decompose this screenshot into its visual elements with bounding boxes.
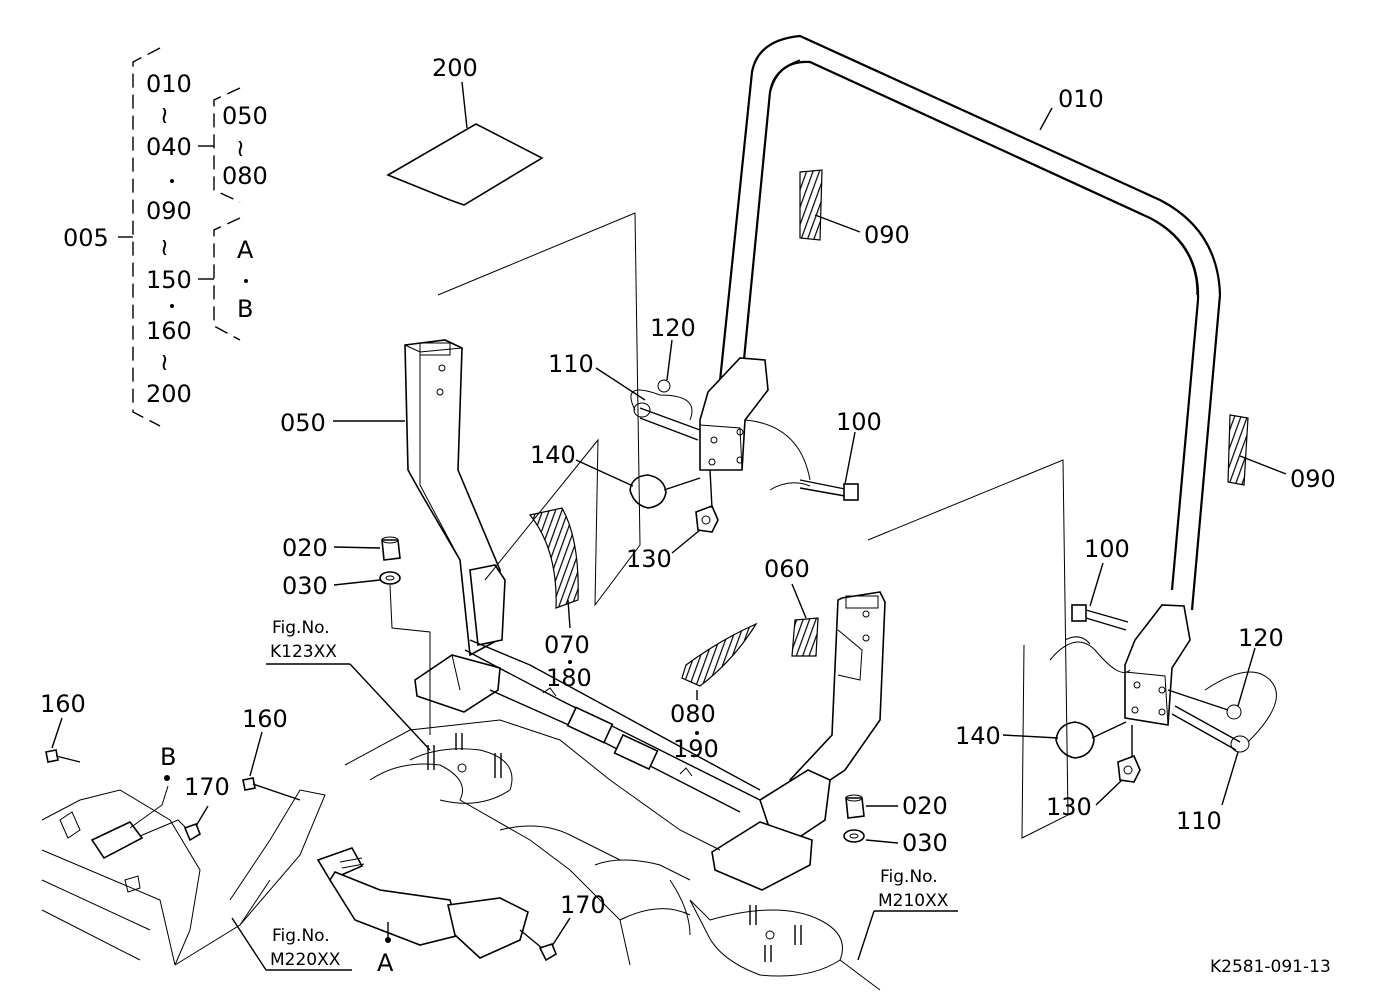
- label-030-left: 030: [282, 572, 328, 600]
- dot-separator: [170, 179, 174, 183]
- label-070: 070: [544, 631, 590, 659]
- fig-ref-k123-code: K123XX: [270, 642, 337, 662]
- label-110-right: 110: [1176, 807, 1222, 835]
- label-140-right: 140: [955, 722, 1001, 750]
- part-100-bolt-left: 100: [744, 408, 882, 501]
- drawing-number: K2581-091-13: [1210, 957, 1331, 977]
- dot-separator: [244, 279, 248, 283]
- label-030-right: 030: [902, 829, 948, 857]
- fig-ref-m220-title: Fig.No.: [272, 926, 330, 946]
- label-050: 050: [280, 409, 326, 437]
- fig-ref-m220-code: M220XX: [270, 950, 341, 970]
- part-deck-floor: [344, 719, 881, 991]
- label-010-group: 010: [146, 70, 192, 98]
- part-140-knob-left: 140: [530, 441, 701, 509]
- fig-ref-m210-title: Fig.No.: [880, 867, 938, 887]
- label-130-right: 130: [1046, 793, 1092, 821]
- label-080-group: 080: [222, 162, 268, 190]
- part-100-bolt-right: 100: [1071, 535, 1130, 631]
- label-050-group: 050: [222, 102, 268, 130]
- part-130-nut-right: 130: [1046, 725, 1141, 821]
- part-130-nut-left: 130: [626, 469, 719, 573]
- part-080-decal: 080 190: [670, 622, 758, 763]
- part-120-clip-left: 120: [650, 314, 696, 393]
- label-090-upper: 090: [864, 221, 910, 249]
- label-160-left: 160: [40, 690, 86, 718]
- tilde-3: ≀: [160, 348, 169, 376]
- label-170-right: 170: [560, 891, 606, 919]
- part-030-washer-right: 030: [843, 829, 948, 857]
- label-120-right: 120: [1238, 624, 1284, 652]
- tilde-2: ≀: [160, 233, 169, 261]
- part-cross-member: [464, 639, 761, 813]
- label-020-left: 020: [282, 534, 328, 562]
- label-150-group: 150: [146, 266, 192, 294]
- label-010: 010: [1058, 85, 1104, 113]
- part-wire-right: [1049, 636, 1131, 673]
- part-110-pin-left: 110: [548, 350, 701, 441]
- tilde-4: ≀: [236, 134, 245, 162]
- label-140-left: 140: [530, 441, 576, 469]
- label-160-right: 160: [242, 705, 288, 733]
- part-bracket-legend: 005 010 ≀ 040 090 ≀ 150 160 ≀ 200 050 ≀ …: [63, 47, 268, 427]
- label-090-group: 090: [146, 197, 192, 225]
- part-right-post: [711, 591, 886, 891]
- label-060: 060: [764, 555, 810, 583]
- part-090-decal-lower: 090: [1227, 414, 1336, 493]
- label-005: 005: [63, 224, 109, 252]
- label-110-left: 110: [548, 350, 594, 378]
- label-020-right: 020: [902, 792, 948, 820]
- label-100-left: 100: [836, 408, 882, 436]
- label-090-lower: 090: [1290, 465, 1336, 493]
- part-030-washer-left: 030: [282, 571, 431, 735]
- label-100-right: 100: [1084, 535, 1130, 563]
- part-020-collar-right: 020: [845, 792, 948, 820]
- part-110-pin-right: 110: [1171, 671, 1277, 835]
- part-060-decal: 060: [764, 555, 819, 657]
- label-ref-B: B: [160, 743, 176, 771]
- tilde-1: ≀: [160, 101, 169, 129]
- fig-ref-k123: Fig.No. K123XX: [266, 618, 431, 751]
- part-buckle-B: B: [90, 743, 191, 860]
- fig-ref-k123-title: Fig.No.: [272, 618, 330, 638]
- label-200-group: 200: [146, 380, 192, 408]
- part-160-bolt-left: 160: [40, 690, 86, 763]
- part-050-left-post: 050: [280, 339, 506, 713]
- label-190: 190: [673, 735, 719, 763]
- fig-ref-m220: Fig.No. M220XX: [231, 917, 352, 971]
- part-seat-belt-A: A: [316, 847, 529, 977]
- label-040-group: 040: [146, 133, 192, 161]
- part-160-bolt-right: 160: [242, 705, 301, 801]
- label-120-left: 120: [650, 314, 696, 342]
- label-130-left: 130: [626, 545, 672, 573]
- part-010-rops-frame: 010: [699, 34, 1222, 726]
- label-170-left: 170: [184, 773, 230, 801]
- label-B-group: B: [237, 295, 253, 323]
- fig-ref-m210: Fig.No. M210XX: [857, 867, 958, 961]
- label-200: 200: [432, 54, 478, 82]
- part-070-decal: 070 180: [528, 507, 592, 692]
- part-170-nut-right: 170: [519, 891, 606, 962]
- label-160-group: 160: [146, 317, 192, 345]
- part-140-knob-right: 140: [955, 721, 1127, 759]
- fig-ref-m210-code: M210XX: [878, 891, 949, 911]
- label-180: 180: [546, 664, 592, 692]
- label-080: 080: [670, 700, 716, 728]
- dot-separator: [170, 304, 174, 308]
- label-ref-A: A: [377, 949, 394, 977]
- part-020-collar-left: 020: [282, 534, 401, 562]
- part-120-clip-right: 120: [1167, 624, 1284, 720]
- label-A-group: A: [237, 236, 254, 264]
- construction-lines: [437, 212, 1069, 839]
- part-200-sheet: 200: [386, 54, 544, 206]
- part-170-nut-left: 170: [183, 773, 230, 842]
- part-090-decal-upper: 090: [799, 169, 910, 249]
- part-seat-frame: [41, 789, 326, 966]
